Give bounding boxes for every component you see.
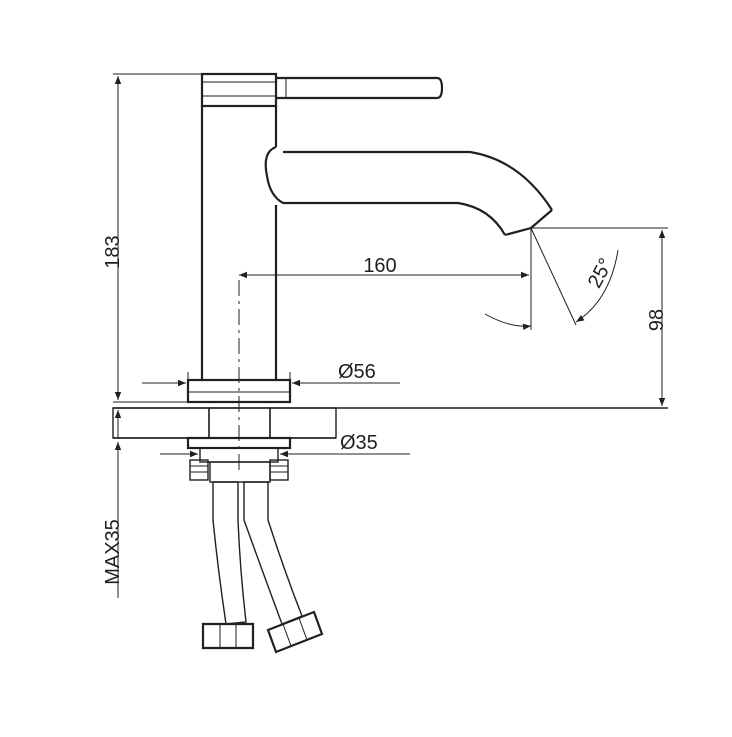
spout <box>264 145 553 237</box>
label-total-height: 183 <box>102 235 124 268</box>
dimension-spout-reach: 160 <box>239 228 532 330</box>
dimension-total-height: 183 <box>102 73 202 403</box>
dimension-spout-height: 98 <box>531 227 668 406</box>
label-spout-angle: 25° <box>584 255 618 292</box>
right-hose <box>243 481 303 625</box>
left-hose <box>212 481 247 625</box>
label-mount-diameter: Ø35 <box>340 432 378 454</box>
left-hose-nut <box>201 622 255 650</box>
label-spout-reach: 160 <box>363 255 396 277</box>
flexible-hoses <box>201 481 324 654</box>
spout-bottom-edge <box>283 201 506 236</box>
faucet-body <box>200 72 444 380</box>
spout-outlet <box>504 209 553 237</box>
spout-top-edge <box>283 150 553 211</box>
right-hose-nut <box>266 610 324 654</box>
lever-handle <box>276 76 444 100</box>
dimension-spout-angle: 25° <box>484 227 619 330</box>
label-spout-height: 98 <box>646 309 668 331</box>
cartridge-cap <box>200 72 278 108</box>
countertop-section <box>112 407 668 439</box>
dimension-max-counter-thickness: MAX35 <box>102 410 124 598</box>
label-max-counter-thickness: MAX35 <box>102 519 124 585</box>
dimension-mount-diameter: Ø35 <box>160 432 410 458</box>
dimension-base-diameter: Ø56 <box>142 361 400 392</box>
label-base-diameter: Ø56 <box>338 361 376 383</box>
